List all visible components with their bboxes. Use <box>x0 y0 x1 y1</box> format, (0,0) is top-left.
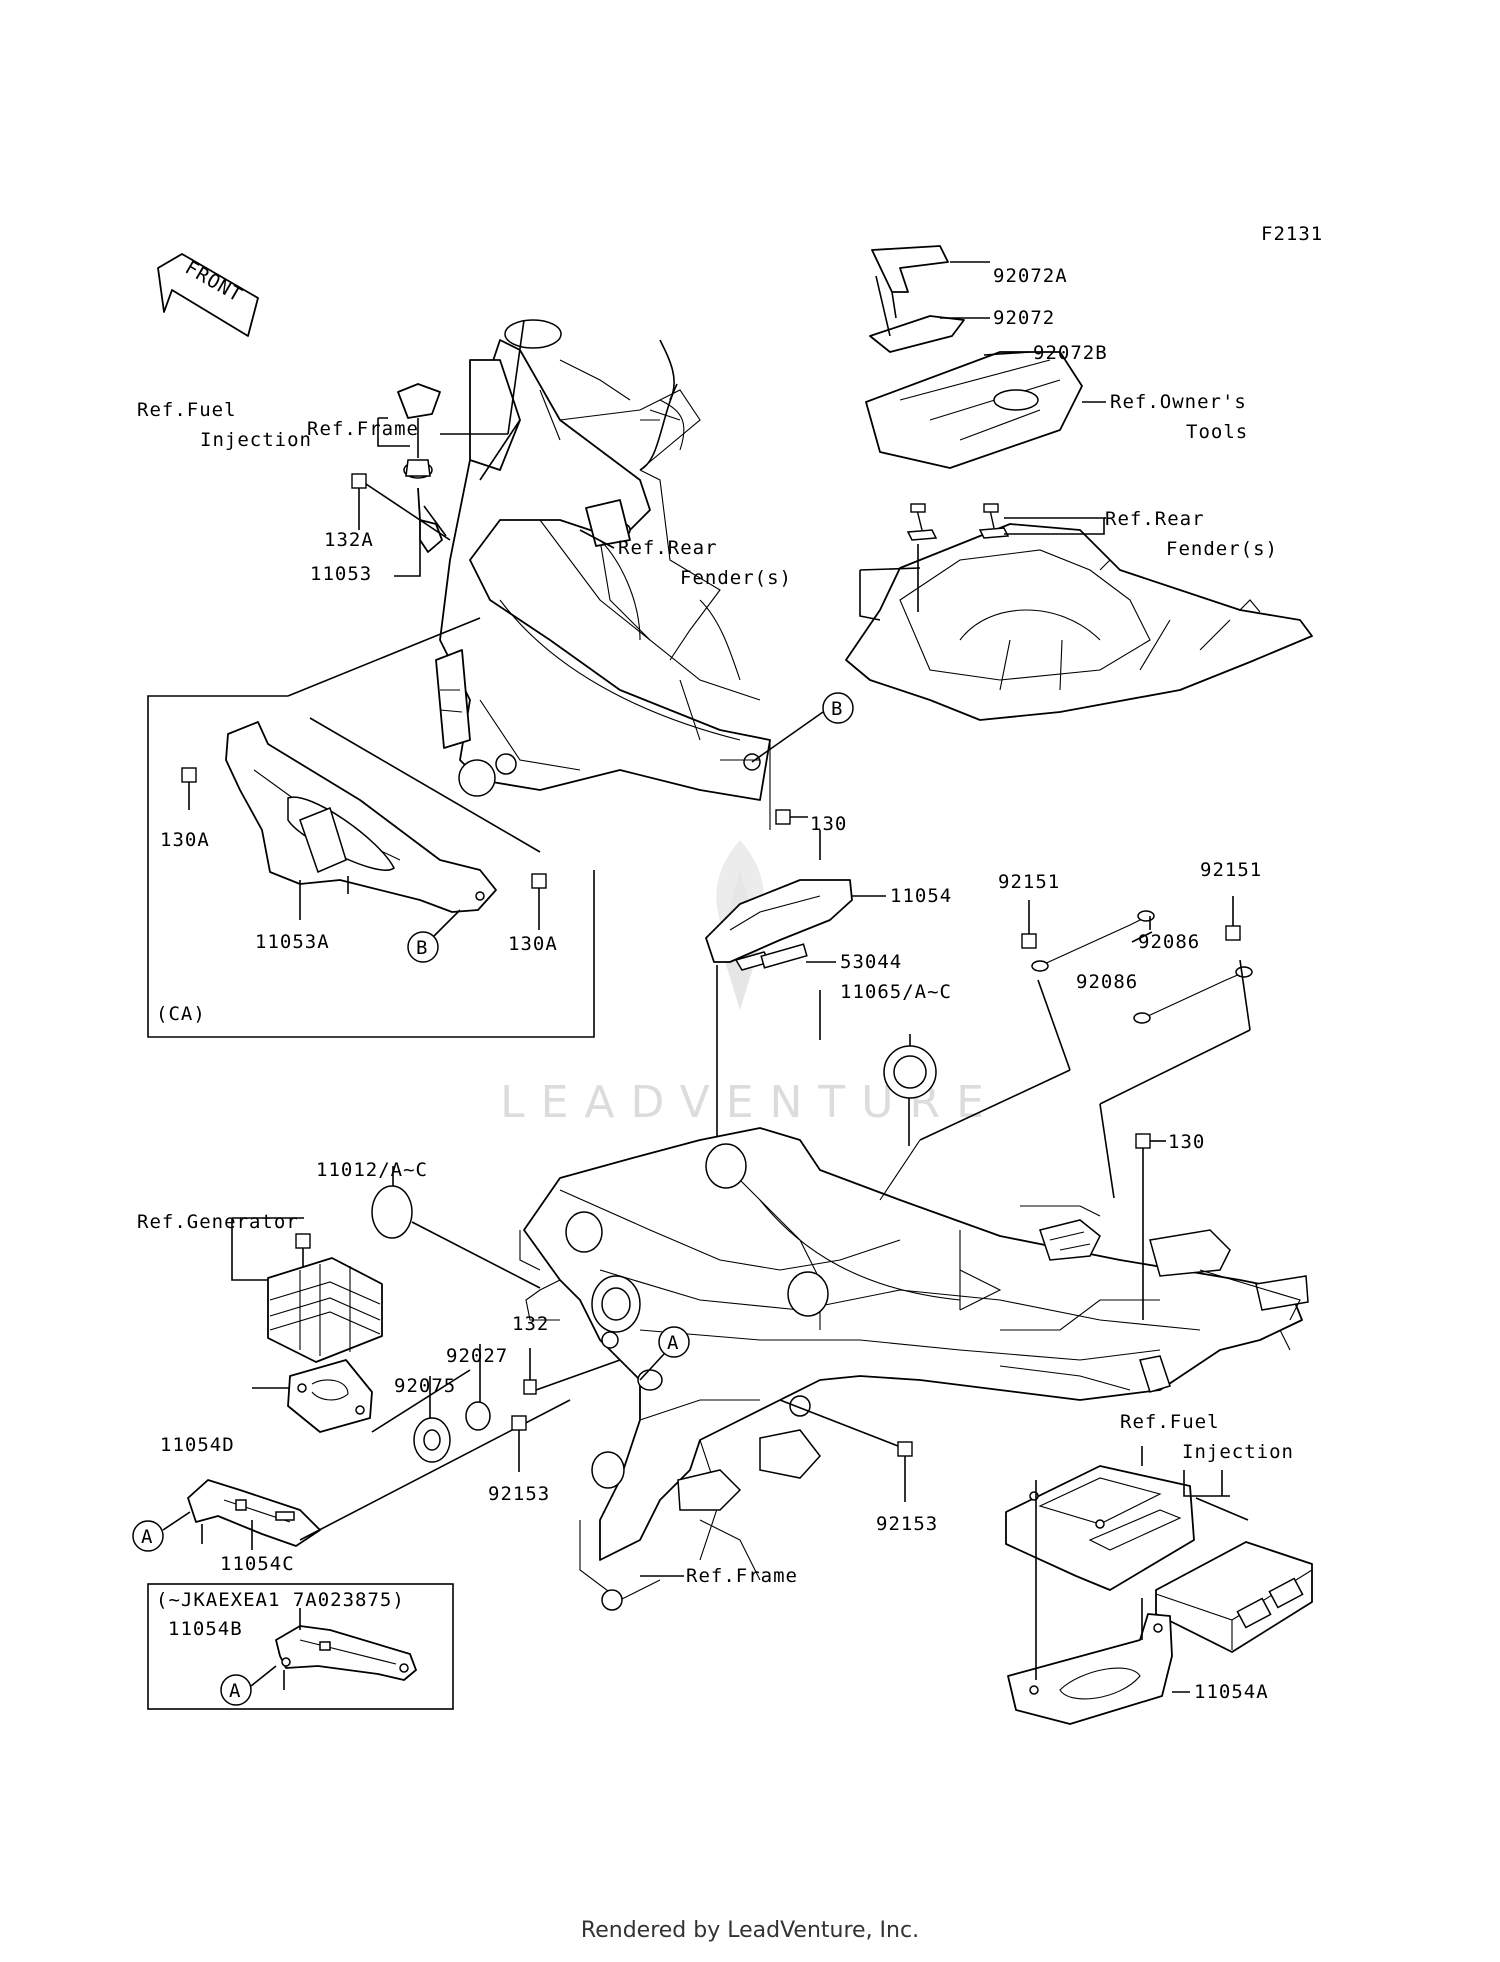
part-130-top-label: 130 <box>810 813 847 835</box>
rear-fender-group <box>845 503 1313 721</box>
ref-rear-fender-right-label-1: Ref.Rear <box>1105 508 1205 530</box>
ref-rear-fender-mid-label-2: Fender(s) <box>680 567 792 589</box>
ref-frame-bottom-label: Ref.Frame <box>686 1565 798 1587</box>
figure-code: F2131 <box>1261 223 1323 245</box>
part-132a-label: 132A <box>324 529 374 551</box>
part-11012-label: 11012/A~C <box>316 1159 428 1181</box>
part-11054-label: 11054 <box>890 885 952 907</box>
regulator-group: A <box>132 1217 571 1552</box>
bolt-132a <box>351 473 451 541</box>
ref-frame-top-label: Ref.Frame <box>307 418 419 440</box>
bolt-92153-right <box>779 1399 913 1502</box>
frame-main-view <box>519 1127 1309 1611</box>
inset-serial-tag: (~JKAEXEA1 7A023875) <box>156 1589 405 1611</box>
marker-b-inset-label: B <box>416 937 428 959</box>
inset-serial: A <box>147 1583 454 1710</box>
front-arrow-icon: FRONT <box>157 253 259 337</box>
ref-owners-tools-label-2: Tools <box>1186 421 1248 443</box>
part-92153-right-label: 92153 <box>876 1513 938 1535</box>
inset-ca: B <box>147 617 595 1038</box>
marker-a-frame-label: A <box>667 1332 679 1354</box>
part-11054a-label: 11054A <box>1194 1681 1269 1703</box>
part-130-mid-label: 130 <box>1168 1131 1205 1153</box>
owners-tools-group <box>865 245 1106 469</box>
ref-fuel-injection-top-label-1: Ref.Fuel <box>137 399 237 421</box>
part-92072a-label: 92072A <box>993 265 1068 287</box>
part-92086-bottom-label: 92086 <box>1076 971 1138 993</box>
part-92151-left-label: 92151 <box>998 871 1060 893</box>
part-11054b-label: 11054B <box>168 1618 243 1640</box>
part-132-label: 132 <box>512 1313 549 1335</box>
part-130a-right-label: 130A <box>508 933 558 955</box>
part-92153-left-label: 92153 <box>488 1483 550 1505</box>
part-92086-top-label: 92086 <box>1138 931 1200 953</box>
part-92027-label: 92027 <box>446 1345 508 1367</box>
part-11054c-label: 11054C <box>220 1553 295 1575</box>
bolt-130-mid <box>1135 1133 1166 1320</box>
ref-rear-fender-right-label-2: Fender(s) <box>1166 538 1278 560</box>
marker-b-top-label: B <box>831 698 843 720</box>
ref-owners-tools-label-1: Ref.Owner's <box>1110 391 1247 413</box>
ref-fuel-injection-bottom-label-2: Injection <box>1182 1441 1294 1463</box>
inset-ca-tag: (CA) <box>156 1003 206 1025</box>
frame-top-view <box>435 319 771 830</box>
part-11053a-label: 11053A <box>255 931 330 953</box>
part-53044-label: 53044 <box>840 951 902 973</box>
ref-fuel-injection-top-label-2: Injection <box>200 429 312 451</box>
damper-group <box>413 1344 621 1472</box>
part-11053-label: 11053 <box>310 563 372 585</box>
ground-cables-group <box>919 896 1253 1199</box>
part-11065-label: 11065/A~C <box>840 981 952 1003</box>
marker-a-left-label: A <box>141 1526 153 1548</box>
marker-a-inset-label: A <box>229 1680 241 1702</box>
ref-fuel-injection-bottom-label-1: Ref.Fuel <box>1120 1411 1220 1433</box>
marker-a-frame: A <box>639 1326 690 1381</box>
bracket-11054-group <box>705 809 937 1160</box>
ref-generator-label: Ref.Generator <box>137 1211 299 1233</box>
ecu-group <box>1005 1446 1313 1725</box>
part-11054d-label: 11054D <box>160 1434 235 1456</box>
fuel-injection-sensor-top <box>377 383 447 577</box>
ref-rear-fender-mid-label-1: Ref.Rear <box>618 537 718 559</box>
part-92075-label: 92075 <box>394 1375 456 1397</box>
part-92072-label: 92072 <box>993 307 1055 329</box>
cap-11012 <box>371 1166 541 1289</box>
part-130a-left-label: 130A <box>160 829 210 851</box>
part-92072b-label: 92072B <box>1033 342 1108 364</box>
marker-b-top: B <box>751 692 854 763</box>
footer-credit: Rendered by LeadVenture, Inc. <box>580 1918 920 1943</box>
part-92151-right-label: 92151 <box>1200 859 1262 881</box>
